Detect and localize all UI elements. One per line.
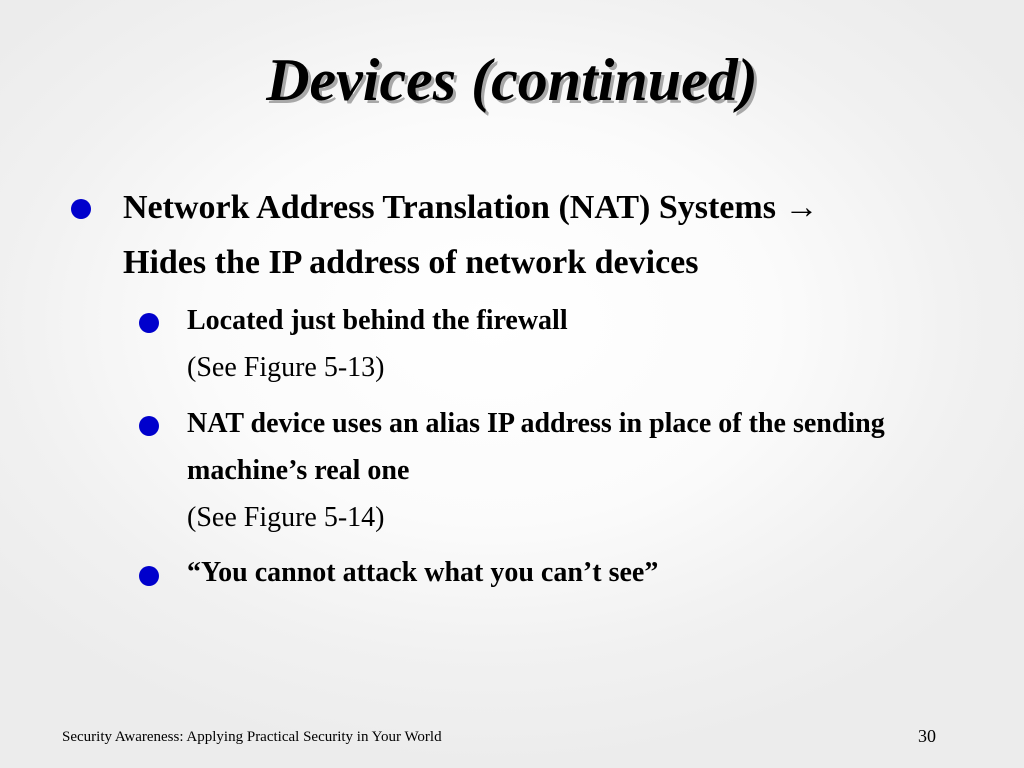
footer-course-title: Security Awareness: Applying Practical S…	[62, 729, 442, 745]
sub-bullet-dot-icon	[139, 416, 159, 436]
sub-bullet-text: NAT device uses an alias IP address in p…	[187, 408, 885, 486]
sub-bullet-item-alias: NAT device uses an alias IP address in p…	[187, 400, 927, 541]
bullet-dot-icon	[71, 199, 91, 219]
sub-bullet-note: (See Figure 5-13)	[187, 352, 385, 383]
sub-bullet-item-location: Located just behind the firewall (See Fi…	[187, 297, 947, 391]
bullet-continuation: Hides the IP address of network devices	[123, 244, 699, 281]
sub-bullet-item-quote: “You cannot attack what you can’t see”	[187, 549, 947, 596]
bullet-text: Network Address Translation (NAT) System…	[123, 189, 776, 226]
footer-page-number: 30	[918, 726, 936, 746]
sub-bullet-text: Located just behind the firewall	[187, 305, 568, 336]
sub-bullet-text: “You cannot attack what you can’t see”	[187, 557, 659, 588]
sub-bullet-dot-icon	[139, 313, 159, 333]
right-arrow-icon: →	[784, 189, 819, 226]
sub-bullet-note: (See Figure 5-14)	[187, 502, 385, 533]
slide-title: Devices (continued)	[266, 47, 758, 113]
bullet-item-nat: Network Address Translation (NAT) System…	[123, 180, 963, 290]
sub-bullet-dot-icon	[139, 566, 159, 586]
